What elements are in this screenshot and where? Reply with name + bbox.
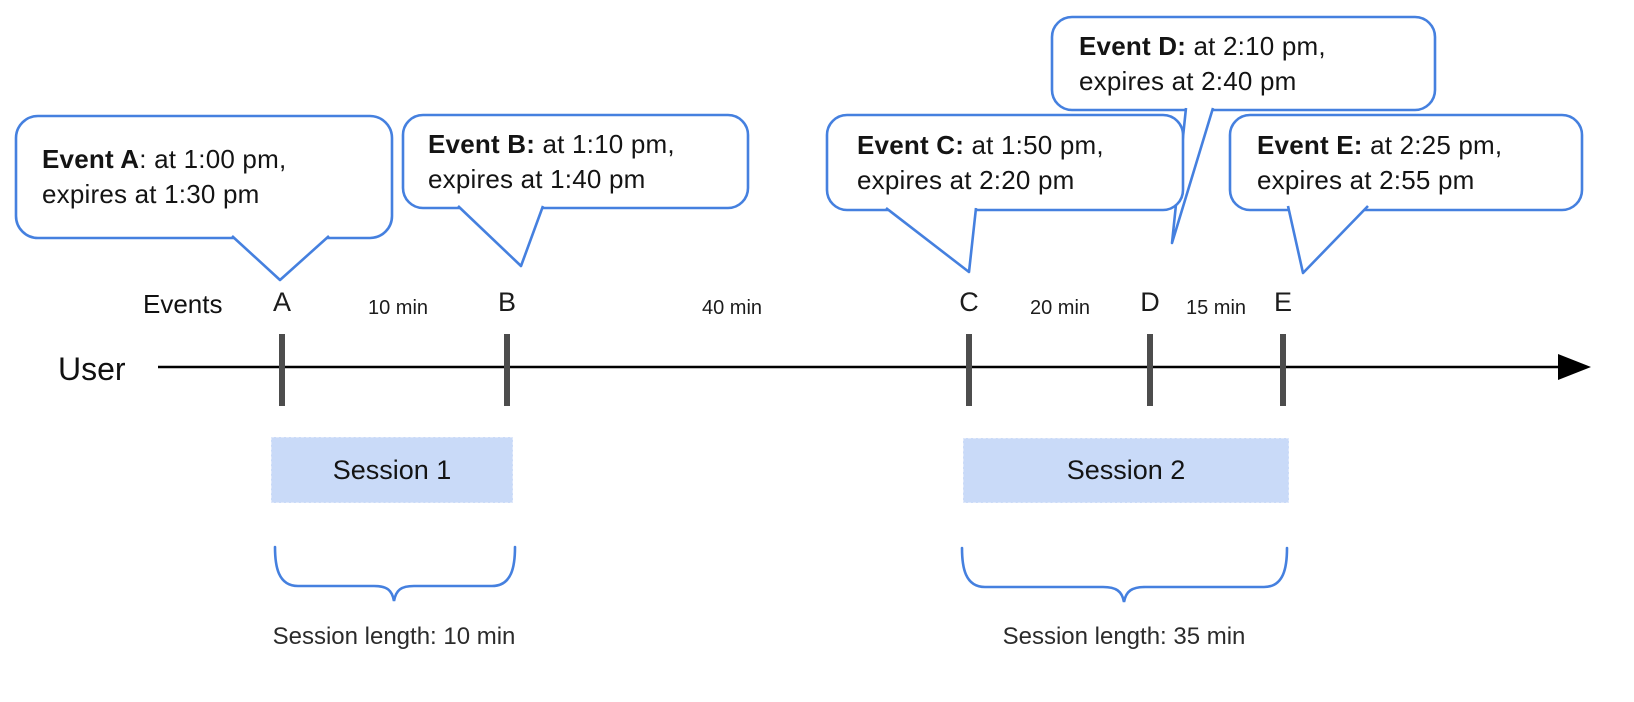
timeline-arrowhead-icon bbox=[1558, 354, 1591, 380]
event-d-title: Event D: bbox=[1079, 30, 1187, 61]
events-label: Events bbox=[143, 289, 223, 319]
session-1-label: Session 1 bbox=[332, 454, 452, 485]
session-2-label: Session 2 bbox=[1066, 455, 1186, 485]
event-e-bubble-text: Event E: at 2:25 pm, expires at 2:55 pm bbox=[1257, 129, 1503, 195]
event-c-bubble-tail bbox=[885, 206, 978, 274]
event-b-title: Event B: bbox=[428, 128, 536, 159]
interval-c-d-label: 20 min bbox=[1029, 297, 1091, 319]
session-2-brace bbox=[960, 546, 1289, 603]
event-letter-d: D bbox=[1140, 287, 1160, 317]
event-letter-c: C bbox=[959, 287, 979, 317]
interval-b-c-label: 40 min bbox=[701, 297, 763, 319]
session-2-length-label: Session length: 35 min bbox=[1002, 623, 1246, 650]
session-1-brace bbox=[273, 545, 517, 602]
event-c-bubble-text: Event C: at 1:50 pm, expires at 2:20 pm bbox=[857, 129, 1104, 195]
event-letter-b: B bbox=[497, 287, 517, 317]
event-a-bubble bbox=[14, 114, 394, 282]
interval-a-b-label: 10 min bbox=[367, 297, 429, 319]
event-a-bubble-text: Event A: at 1:00 pm, expires at 1:30 pm bbox=[42, 144, 287, 209]
session-2-box: Session 2 bbox=[963, 438, 1289, 503]
event-e-title: Event E: bbox=[1257, 129, 1363, 160]
user-label: User bbox=[58, 351, 126, 387]
event-b-bubble-tail bbox=[457, 205, 545, 268]
event-letter-a: A bbox=[272, 287, 292, 317]
event-a-bubble-tail bbox=[231, 235, 330, 282]
event-a-title: Event A bbox=[42, 144, 140, 174]
event-letter-e: E bbox=[1273, 287, 1293, 317]
interval-d-e-label: 15 min bbox=[1185, 297, 1247, 319]
event-c-title: Event C: bbox=[857, 129, 965, 160]
event-c-bubble bbox=[825, 113, 1185, 274]
session-1-box: Session 1 bbox=[271, 437, 513, 503]
event-e-bubble-tail bbox=[1286, 205, 1369, 275]
event-b-bubble bbox=[401, 113, 750, 268]
event-b-bubble-text: Event B: at 1:10 pm, expires at 1:40 pm bbox=[428, 128, 675, 194]
event-e-bubble bbox=[1228, 113, 1584, 275]
event-d-bubble-text: Event D: at 2:10 pm, expires at 2:40 pm bbox=[1079, 30, 1326, 96]
session-1-length-label: Session length: 10 min bbox=[272, 623, 516, 650]
